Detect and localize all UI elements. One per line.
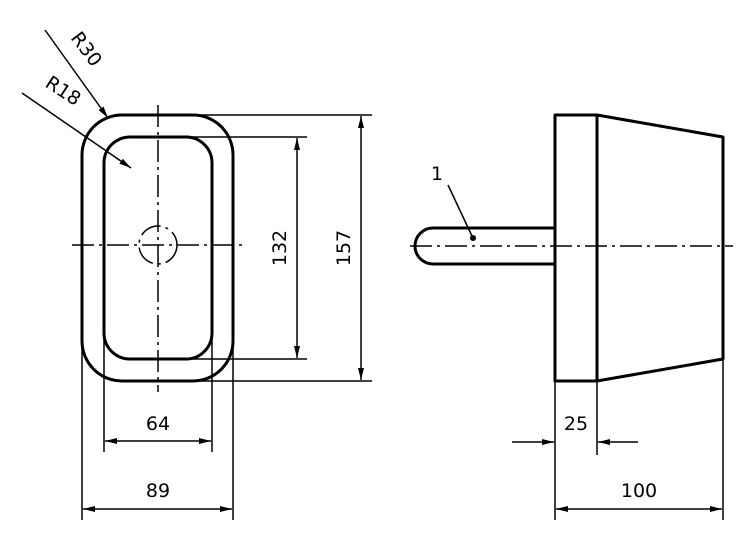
r18-label: R18: [41, 72, 84, 111]
callout-dot: [470, 235, 476, 241]
dim-132-label: 132: [269, 230, 291, 266]
tapered-body: [596, 113, 725, 383]
dim-89-label: 89: [146, 480, 170, 502]
dim-25-label: 25: [564, 413, 588, 435]
dim-100-label: 100: [621, 480, 657, 502]
r30-leader: [44, 29, 109, 119]
r30-label: R30: [66, 28, 106, 71]
side-view: 1 25 100: [410, 113, 733, 520]
r18-leader: [21, 92, 132, 169]
flange-body: [553, 113, 599, 383]
callout-label: 1: [431, 163, 443, 185]
center-hole: [138, 225, 178, 265]
dim-157-label: 157: [333, 230, 355, 266]
callout-leader: [447, 184, 473, 237]
dim-64-label: 64: [146, 413, 170, 435]
front-view: R30 R18 132 157 64 89: [21, 28, 372, 520]
